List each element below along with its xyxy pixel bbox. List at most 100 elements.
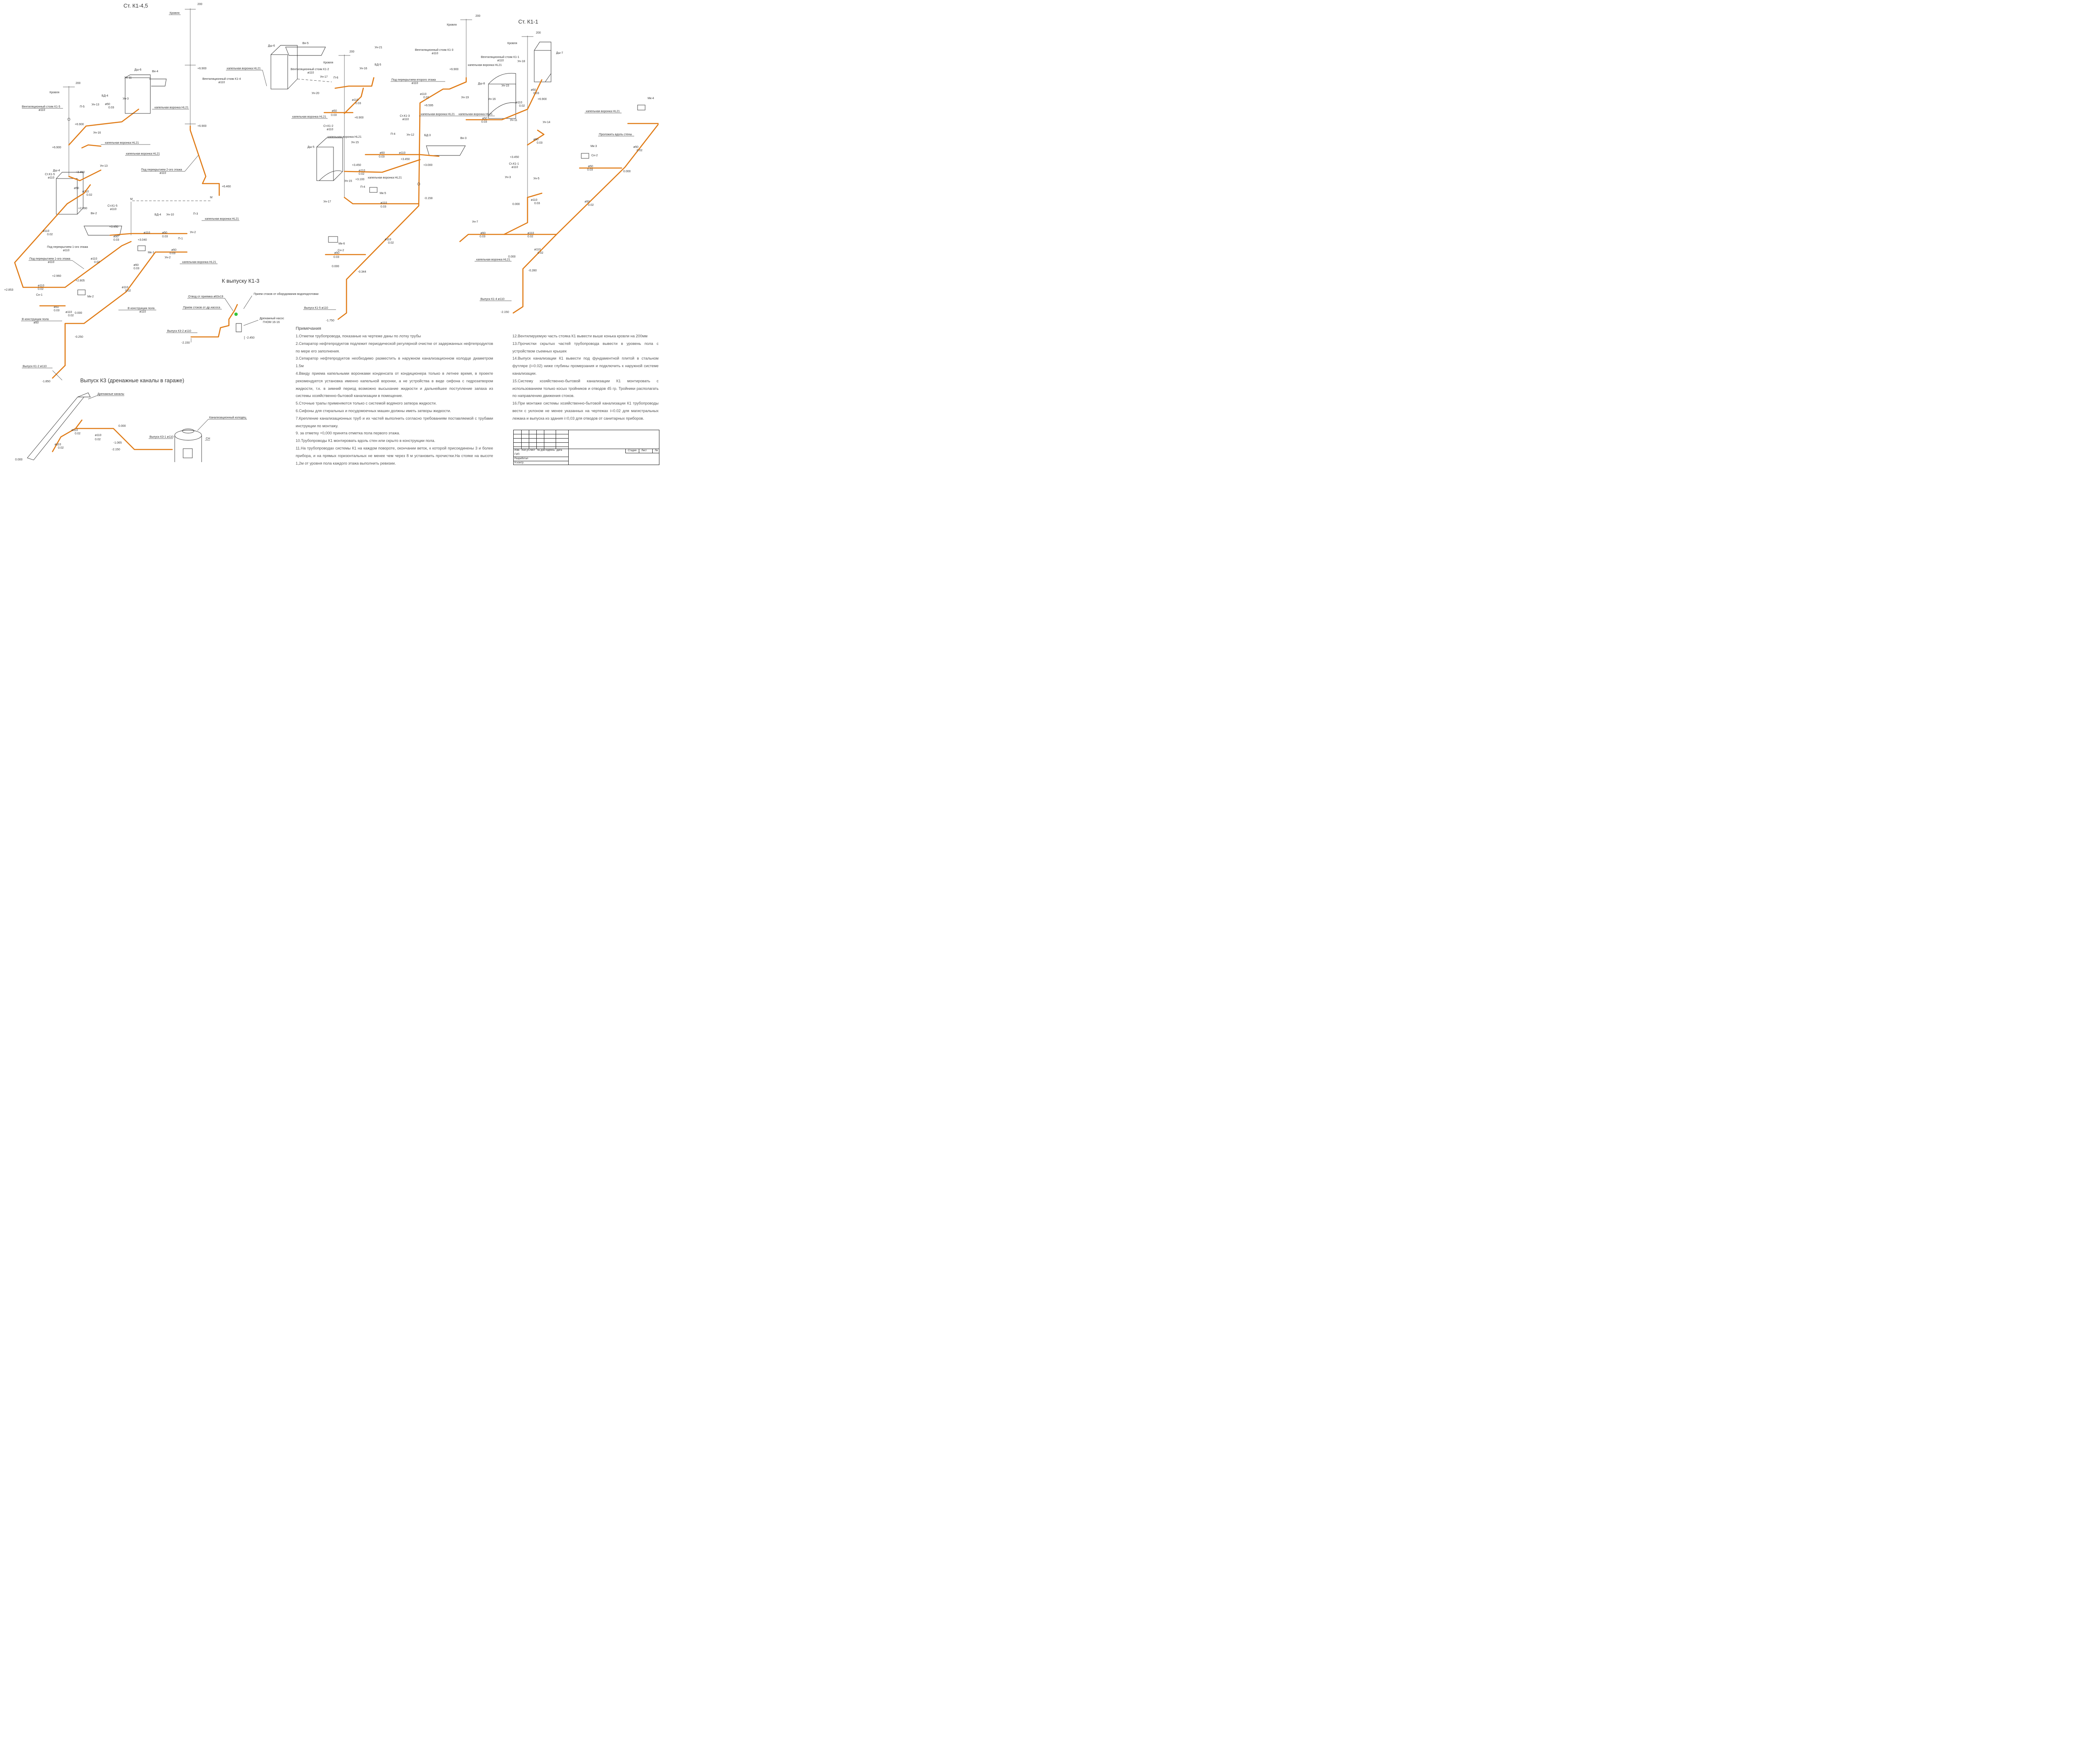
label-d50-k: ø50 [54, 306, 59, 309]
level-6900-a: +6.900 [197, 67, 207, 70]
label-slope02-k: 0.02 [68, 314, 74, 317]
label-d110-k3b: ø110 [71, 429, 78, 432]
label-slope03-i: 0.03 [170, 252, 176, 255]
label-d110-d: ø110 [38, 284, 45, 287]
label-p4: П-4 [360, 186, 365, 189]
label-mk3: Мк-3 [591, 145, 597, 148]
label-vn4: Вн-4 [152, 70, 158, 73]
label-kap-voronka-4: капельная воронка HL21 [205, 218, 239, 221]
label-d50-aa: ø50 [588, 165, 593, 168]
note-9: 9. за отметку +0,000 принята отметка пол… [296, 431, 400, 436]
label-kap-voronka-5: капельная воронка HL21 [182, 261, 216, 264]
label-bd3: БД-3 [424, 134, 431, 137]
label-m-1: М [210, 196, 213, 199]
label-gnom: ГНОМ 16-16 [263, 321, 280, 324]
label-kap-voronka-8: капельная воронка HL21 [328, 136, 362, 139]
level-3450-b: +3.450 [109, 226, 118, 229]
label-kap-voronka-3: капельная воронка HL21 [126, 152, 160, 155]
label-p1: П-1 [178, 237, 183, 240]
label-mk4: Мк-4 [648, 97, 654, 100]
label-un5: Ун-5 [533, 177, 539, 180]
label-slope02-g: 0.02 [94, 261, 100, 264]
label-kap-voronka-1: капельная воронка HL21 [155, 106, 189, 109]
label-drenazh-nasos: Дренажный насос [260, 317, 284, 320]
section-k3: Дренажные каналы ø110 0.02 ø110 0.02 ø11… [15, 392, 247, 462]
label-d110-k: ø110 [66, 311, 72, 314]
label-slope02-k3c: 0.02 [95, 438, 101, 441]
stamp-nkontr: Н.контр. [514, 462, 525, 464]
level-1850: -1.850 [42, 380, 50, 383]
label-d110-vtorogo: ø110 [412, 82, 418, 85]
label-bd-b: БД-4 [155, 213, 161, 216]
label-sn1: Сн-1 [36, 294, 42, 297]
label-d110-w: ø110 [528, 232, 534, 235]
label-vent-k1-3: Вентиляционный стояк К1-3 [415, 48, 453, 52]
label-slope02-k3b: 0.02 [75, 432, 81, 435]
label-kap-voronka-9: капельная воронка HL21 [368, 176, 402, 179]
label-vn5: Вн-5 [302, 42, 309, 45]
label-vyp-k1-5: Выпуск К1-5 ø110 [304, 307, 328, 310]
label-krovlya-4: Кровля [447, 24, 457, 26]
label-d110-t: ø110 [516, 101, 522, 104]
level-2853: +2.853 [4, 289, 13, 292]
label-slope03-aa: 0.03 [587, 168, 593, 171]
stamp-ndok: № док [537, 449, 545, 452]
level-0000-g: 0.000 [15, 458, 23, 461]
label-kap-voronka-11: капельная воронка HL21 [468, 64, 502, 67]
label-slope03-j: 0.03 [134, 267, 139, 270]
label-d110-k3a: ø110 [55, 443, 61, 446]
level-1750: -1.750 [326, 319, 334, 322]
label-dsh6: Дш-6 [134, 68, 142, 71]
label-prolozhit: Проложить вдоль стены [599, 133, 632, 136]
label-vent-k1-2: Вентиляционный стояк К1-2 [291, 68, 329, 71]
label-dsh4: Дш-4 [53, 169, 60, 172]
label-mk6: Мк-6 [339, 242, 345, 245]
label-un3-b: Ун-3 [505, 176, 511, 179]
label-d50-u: ø50 [533, 138, 538, 141]
label-d110-konstr: ø110 [139, 310, 146, 313]
level-2450: -2.450 [246, 336, 255, 339]
label-v-konstr-b: В конструкции пола [22, 318, 49, 321]
level-0000-e: 0.000 [623, 170, 631, 173]
label-priem-oborud: Прием стоков от оборудования водоподгото… [254, 292, 318, 296]
label-un2: Ун-2 [190, 231, 196, 234]
level-0000-d: 0.000 [508, 255, 516, 258]
note-13: 13.Прочистки скрытых частей трубопровода… [512, 341, 659, 353]
label-kap-voronka-2: капельная воронка HL21 [105, 142, 139, 145]
label-un16-c: Ун-16 [488, 98, 496, 101]
level-2960: +2.960 [52, 275, 61, 278]
system-k1-45: Кровля 200 Вентиляционный стояк К1-4 ø11… [4, 3, 241, 383]
label-un21: Ун-21 [375, 46, 382, 49]
stamp-stadiya: Стадия [628, 449, 637, 452]
label-vn2: Вн-2 [91, 212, 97, 215]
level-0000-f: 0.000 [118, 425, 126, 428]
level-0000-b: 0.000 [332, 265, 339, 268]
label-un17-b: Ун-17 [323, 200, 331, 203]
label-d50-i: ø50 [171, 249, 176, 252]
label-d110-m: ø110 [352, 99, 359, 102]
label-kap-voronka-13: капельная воронка HL21 [476, 258, 510, 261]
stamp-razrab: Разработал [514, 457, 528, 460]
label-un11: Ун-11 [124, 76, 132, 79]
level-6900-b: +6.900 [197, 125, 207, 128]
label-un3: Ун-3 [123, 97, 129, 100]
label-un15-c: Ун-15 [501, 84, 509, 87]
label-d110-p: ø110 [420, 93, 427, 96]
note-2: 2.Сепаратор нефтепродуктов подлежит пери… [296, 341, 493, 353]
level-0344: -0.344 [358, 271, 366, 273]
note-1: 1.Отметки трубопровода, показаные на чер… [296, 334, 421, 338]
label-d110-st3: ø110 [402, 118, 409, 121]
label-kap-voronka-12: капельная воронка HL21 [459, 113, 493, 116]
label-kan-kolodec: Канализационный колодец [209, 416, 246, 419]
level-1065: -1.065 [113, 442, 122, 444]
level-3100: +3.100 [355, 178, 365, 181]
label-slope02-c: 0.02 [47, 233, 53, 236]
label-d110-st5: ø110 [48, 176, 55, 179]
level-6900-e: +6.900 [354, 116, 364, 119]
label-priem-nasos: Прием стоков от др.насоса [183, 306, 220, 309]
label-slope02-y: 0.02 [588, 204, 594, 207]
level-2150-b: -2.150 [112, 448, 120, 451]
system-k1-23: Дш-6 Вн-5 капельная воронка HL21 Кровля … [226, 15, 480, 322]
label-un12: Ун-12 [407, 134, 414, 137]
label-d110-vent2: ø110 [307, 71, 314, 74]
